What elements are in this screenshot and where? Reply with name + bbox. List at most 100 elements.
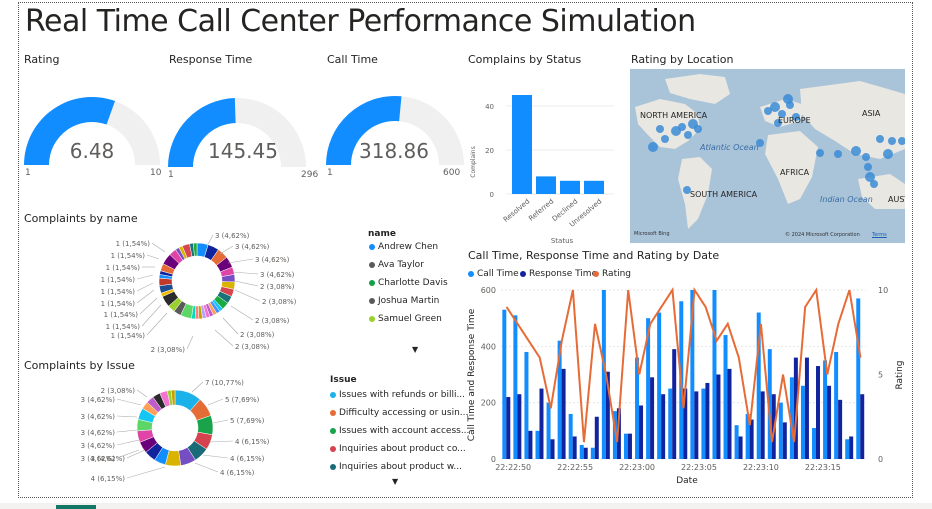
combo-legend-item[interactable]: Response Time [520,269,597,279]
combo-legend-item[interactable]: Rating [593,269,631,279]
response-time-bar[interactable] [616,408,621,459]
issue-legend-item[interactable]: Inquiries about product co... [330,444,466,454]
response-time-bar[interactable] [506,397,511,459]
response-time-bar[interactable] [650,377,655,459]
status-bar[interactable] [512,95,532,194]
call-time-bar[interactable] [812,428,817,459]
rating-map[interactable]: NORTH AMERICA EUROPE ASIA AFRICA SOUTH A… [630,69,905,243]
call-time-bar[interactable] [745,413,750,459]
response-time-bar[interactable] [539,388,544,459]
response-time-bar[interactable] [860,394,865,459]
donut-issue-slice[interactable] [170,389,176,406]
issue-legend-item[interactable]: Issues with account access... [330,426,469,436]
active-page-tab[interactable] [56,505,96,509]
status-bar[interactable] [560,180,580,194]
call-time-bar[interactable] [834,351,839,459]
call-time-bar[interactable] [723,335,728,459]
combo-chart[interactable]: Call Time and Response Time Rating Date … [466,270,906,490]
response-time-bar[interactable] [760,391,765,459]
call-time-bar[interactable] [823,360,828,459]
call-time-bar[interactable] [845,439,850,459]
response-time-bar[interactable] [550,439,555,459]
call-time-bar[interactable] [646,318,651,459]
response-time-bar[interactable] [727,368,732,459]
call-time-bar[interactable] [513,315,518,459]
status-bar[interactable] [584,180,604,194]
response-time-bar[interactable] [705,382,710,459]
call-time-bar[interactable] [524,351,529,459]
response-time-bar[interactable] [528,430,533,459]
donut-issue-chart[interactable]: 7 (10,77%)5 (7,69%)5 (7,69%)4 (6,15%)4 (… [75,375,375,495]
call-time-bar[interactable] [856,298,861,459]
response-time-bar[interactable] [782,422,787,459]
call-time-bar[interactable] [756,312,761,459]
gauge-track[interactable] [399,96,464,165]
call-time-bar[interactable] [789,377,794,459]
gauge-fill[interactable] [326,96,402,165]
call-time-bar[interactable] [635,357,640,459]
name-legend-item[interactable]: Samuel Green [369,314,442,324]
donut-name-chart[interactable]: 3 (4,62%)3 (4,62%)3 (4,62%)3 (4,62%)2 (3… [95,226,395,366]
response-time-bar[interactable] [561,368,566,459]
response-time-bar[interactable] [694,391,699,459]
issue-legend-more-icon[interactable]: ▼ [392,477,399,486]
call-time-bar[interactable] [701,388,706,459]
gauge-track[interactable] [106,101,160,165]
response-time-bar[interactable] [816,366,820,459]
issue-legend-item[interactable]: Issues with refunds or billi... [330,390,465,400]
name-legend-item[interactable]: Ava Taylor [369,260,424,270]
call-time-bar[interactable] [668,388,673,459]
issue-legend-item[interactable]: Difficulty accessing or usin... [330,408,468,418]
call-time-bar[interactable] [734,425,739,459]
call-time-bar[interactable] [623,433,628,459]
call-time-bar[interactable] [579,444,584,459]
response-time-bar[interactable] [716,374,721,460]
gauge-fill[interactable] [168,98,236,167]
call-time-bar[interactable] [657,312,662,459]
call-time-bar[interactable] [568,413,573,459]
response-time-bar[interactable] [627,433,632,459]
response-time-bar[interactable] [517,394,522,459]
call-time-bar[interactable] [502,309,507,459]
call-time-bar[interactable] [535,430,540,459]
response-time-bar[interactable] [838,399,843,459]
response-time-bar[interactable] [605,371,610,459]
response-time-bar[interactable] [661,394,666,459]
donut-name-slice[interactable] [192,242,198,257]
call-time-bar[interactable] [690,290,695,459]
call-time-bar[interactable] [767,349,772,459]
call-time-bar[interactable] [557,340,562,459]
response-time-bar[interactable] [583,447,588,459]
response-time-bar[interactable] [849,436,854,459]
gauge-track[interactable] [234,98,306,167]
response-time-bar[interactable] [672,349,677,459]
combo-legend-item[interactable]: Call Time [468,269,519,279]
name-legend-item[interactable]: Charlotte Davis [369,278,448,288]
issue-legend-item[interactable]: Inquiries about product w... [330,462,462,472]
response-time-bar[interactable] [827,385,832,459]
response-time-bar[interactable] [594,416,599,459]
call-time-bar[interactable] [546,402,551,459]
name-legend-item[interactable]: Andrew Chen [369,242,438,252]
donut-name-slice[interactable] [158,277,173,287]
response-time-bar[interactable] [639,405,644,459]
response-time-bar[interactable] [683,388,688,459]
gauge-fill[interactable] [24,97,116,165]
call-time-bar[interactable] [612,411,617,459]
call-time-bar[interactable] [800,385,805,459]
rating-line[interactable] [505,287,862,443]
response-time-bar[interactable] [572,436,577,459]
response-time-bar[interactable] [804,357,809,459]
call-time-bar[interactable] [712,290,717,459]
response-time-bar[interactable] [749,419,754,459]
call-time-bar[interactable] [601,290,606,459]
map-terms-link[interactable]: Terms [872,232,887,238]
status-bar[interactable] [536,176,556,194]
name-legend-more-icon[interactable]: ▼ [412,345,419,354]
status-bar-chart[interactable]: Complains Status 02040ResolvedReferredDe… [466,62,616,252]
call-time-bar[interactable] [590,447,595,459]
response-time-bar[interactable] [738,436,743,459]
call-time-bar[interactable] [778,402,783,459]
name-legend-item[interactable]: Joshua Martin [369,296,439,306]
